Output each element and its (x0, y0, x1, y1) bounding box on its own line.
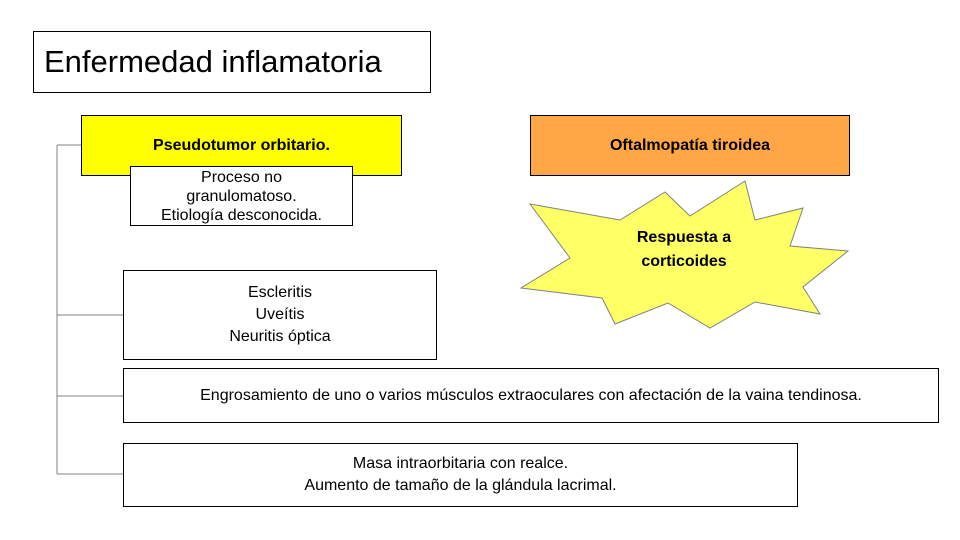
pseudotumor-box: Pseudotumor orbitario. (81, 115, 402, 176)
description-line: Etiología desconocida. (161, 206, 322, 224)
muscle-finding-box: Engrosamiento de uno o varios músculos e… (123, 368, 939, 423)
page-title-text: Enfermedad inflamatoria (44, 44, 382, 79)
ocular-findings-box: Escleritis Uveítis Neuritis óptica (123, 270, 437, 360)
pseudotumor-label: Pseudotumor orbitario. (153, 136, 330, 154)
finding-item: Escleritis (247, 284, 312, 301)
pseudotumor-description-box: Proceso no granulomatoso. Etiología desc… (130, 166, 353, 226)
finding-item: Uveítis (255, 306, 305, 323)
burst-shape (520, 180, 850, 329)
finding-item: Masa intraorbitaria con realce. (352, 455, 569, 472)
burst-text: Respuesta a corticoides (574, 226, 794, 274)
muscle-finding-text: Engrosamiento de uno o varios músculos e… (200, 386, 862, 404)
burst-line: corticoides (641, 253, 727, 270)
oftalmopatia-box: Oftalmopatía tiroidea (530, 115, 850, 176)
finding-item: Neuritis óptica (229, 328, 331, 345)
description-line: granulomatoso. (186, 187, 297, 205)
description-line: Proceso no (201, 168, 282, 186)
mass-finding-box: Masa intraorbitaria con realce. Aumento … (123, 443, 798, 507)
oftalmopatia-label: Oftalmopatía tiroidea (609, 136, 771, 154)
burst-line: Respuesta a (636, 229, 732, 246)
page-title: Enfermedad inflamatoria (33, 31, 431, 93)
finding-item: Aumento de tamaño de la glándula lacrima… (304, 477, 617, 494)
burst-polygon (520, 180, 850, 329)
